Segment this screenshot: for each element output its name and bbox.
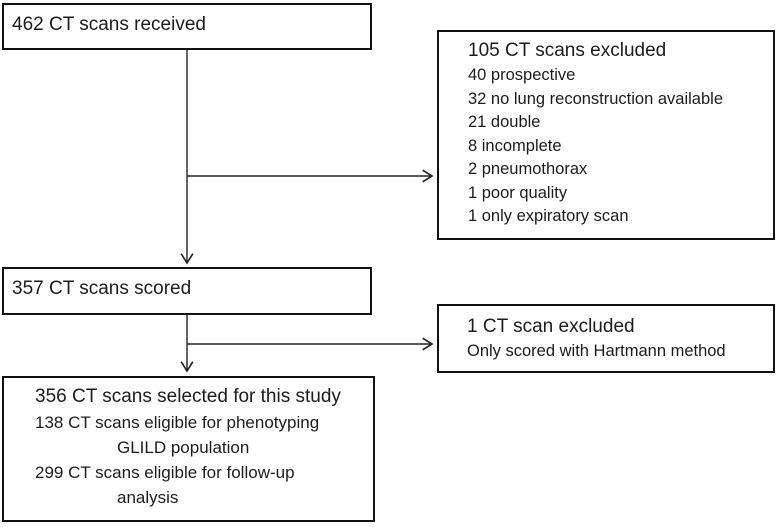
box-ct-scans-received: 462 CT scans received	[2, 3, 372, 50]
box-ct-scans-scored-title: 357 CT scans scored	[12, 278, 192, 299]
exclusion-reason-item: 40 prospective	[468, 66, 576, 84]
selected-detail-line: 299 CT scans eligible for follow-up	[35, 463, 295, 482]
exclusion-reason-item: 1 poor quality	[468, 183, 568, 202]
box-ct-scans-selected: 356 CT scans selected for this study 138…	[2, 376, 375, 522]
box-ct-scans-excluded-initial-title: 105 CT scans excluded	[468, 40, 667, 61]
box-ct-scans-scored: 357 CT scans scored	[2, 267, 372, 315]
exclusion-reason-item: 1 only expiratory scan	[468, 207, 629, 225]
exclusion-reason-list: 40 prospective 32 no lung reconstruction …	[468, 64, 767, 229]
exclusion-reason-item: 21 double	[468, 113, 541, 131]
box-ct-scans-received-title: 462 CT scans received	[12, 14, 206, 35]
exclusion-reason-item: 32 no lung reconstruction available	[468, 89, 724, 108]
selected-detail-line: 138 CT scans eligible for phenotyping	[35, 413, 320, 432]
selected-detail-line: GLILD population	[117, 438, 250, 457]
box-ct-scans-selected-title: 356 CT scans selected for this study	[35, 386, 341, 407]
exclusion-reason-item: 2 pneumothorax	[468, 160, 588, 178]
box-ct-scans-excluded-initial: 105 CT scans excluded 40 prospective 32 n…	[437, 30, 775, 240]
selected-detail-line: analysis	[117, 488, 179, 507]
hartmann-exclusion-list: Only scored with Hartmann method	[467, 340, 767, 364]
hartmann-exclusion-item: Only scored with Hartmann method	[467, 342, 726, 360]
box-ct-scan-excluded-hartmann-title: 1 CT scan excluded	[467, 316, 635, 337]
box-ct-scan-excluded-hartmann: 1 CT scan excluded Only scored with Hart…	[437, 304, 775, 373]
exclusion-reason-item: 8 incomplete	[468, 136, 562, 155]
